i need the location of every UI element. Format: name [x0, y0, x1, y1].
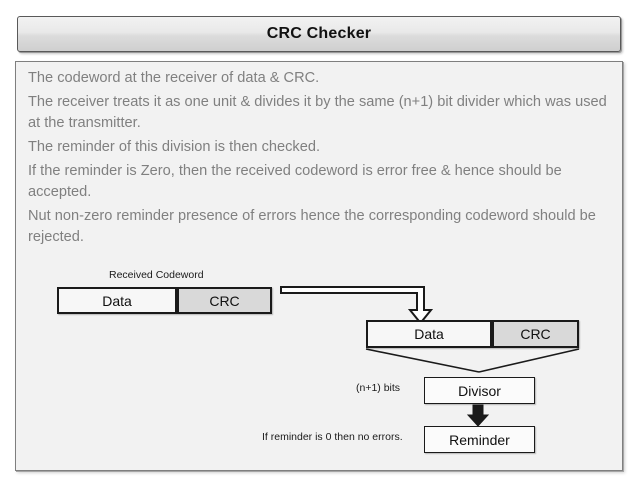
content-panel: The codeword at the receiver of data & C…: [15, 61, 623, 471]
bullet-item: Nut non-zero reminder presence of errors…: [28, 208, 596, 245]
no-errors-label: If reminder is 0 then no errors.: [262, 431, 403, 443]
divisor-to-reminder-arrow: [466, 404, 490, 427]
bullet-item: The codeword at the receiver of data & C…: [28, 70, 320, 86]
funnel-left-line: [365, 348, 480, 373]
funnel-right-line: [478, 348, 580, 373]
received-codeword-label: Received Codeword: [109, 269, 204, 281]
bullet-item: The receiver treats it as one unit & div…: [28, 94, 607, 131]
page-title: CRC Checker: [266, 25, 372, 42]
codeword-top-data-cell: Data: [57, 287, 177, 314]
slide-title-bar: CRC Checker: [17, 16, 621, 52]
bullet-item: If the reminder is Zero, then the receiv…: [28, 163, 562, 200]
nbits-label: (n+1) bits: [356, 382, 401, 394]
divisor-box: Divisor: [424, 377, 535, 404]
reminder-box: Reminder: [424, 426, 535, 453]
bullet-item: The reminder of this division is then ch…: [28, 139, 321, 155]
codeword-bottom-crc-cell: CRC: [492, 320, 579, 348]
bullet-list: The codeword at the receiver of data & C…: [28, 68, 616, 251]
codeword-bottom-data-cell: Data: [366, 320, 492, 348]
codeword-transfer-arrow: [280, 286, 434, 325]
codeword-top-crc-cell: CRC: [177, 287, 272, 314]
